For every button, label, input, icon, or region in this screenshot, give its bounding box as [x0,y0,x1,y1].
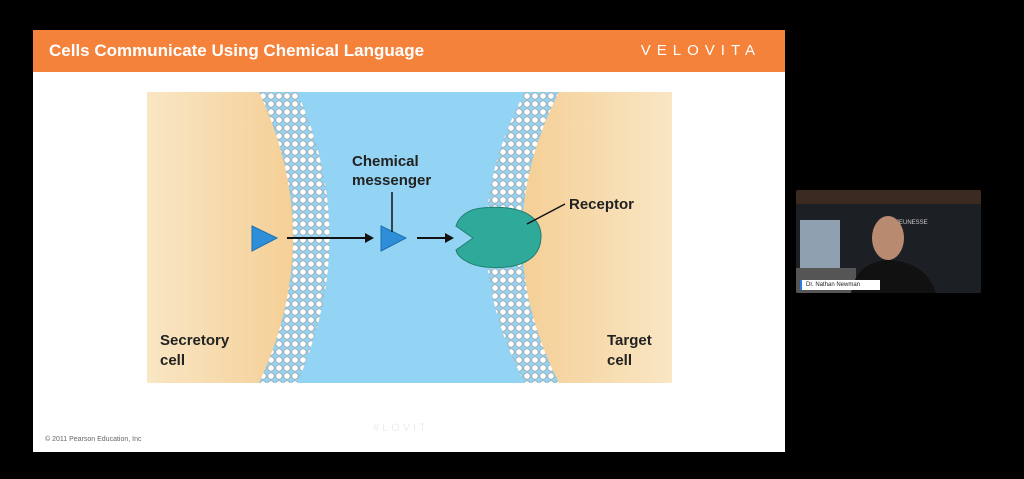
video-feed: JEUNESSE [796,190,981,293]
cell-signaling-diagram: Chemical messenger Receptor Secretory ce… [147,92,672,383]
presentation-slide: Cells Communicate Using Chemical Languag… [33,30,785,452]
slide-header: Cells Communicate Using Chemical Languag… [33,30,785,72]
background-brand: JEUNESSE [896,220,928,226]
label-receptor: Receptor [569,196,634,213]
label-chemical: Chemical [352,153,419,170]
participant-name-tag: Dr. Nathan Newman [800,280,880,290]
slide-title: Cells Communicate Using Chemical Languag… [49,41,425,60]
copyright-credit: © 2011 Pearson Education, Inc [45,436,142,443]
messenger-molecule-1 [251,225,279,252]
label-messenger: messenger [352,172,431,189]
messenger-molecule-2 [380,225,408,252]
velovita-logo: VELOVITA [640,42,761,59]
target-cell [522,92,672,383]
secretory-cell [147,92,293,383]
arrow-1-head [365,233,374,243]
label-target-cell: cell [607,352,632,369]
watermark: #LOVIT [373,422,429,434]
arrow-2-head [445,233,454,243]
label-target: Target [607,332,652,349]
label-secretory: Secretory [160,332,230,349]
receptor-pointer [526,203,566,225]
participant-video-tile[interactable]: JEUNESSE Dr. Nathan Newman [796,190,981,293]
label-secretory-cell: cell [160,352,185,369]
